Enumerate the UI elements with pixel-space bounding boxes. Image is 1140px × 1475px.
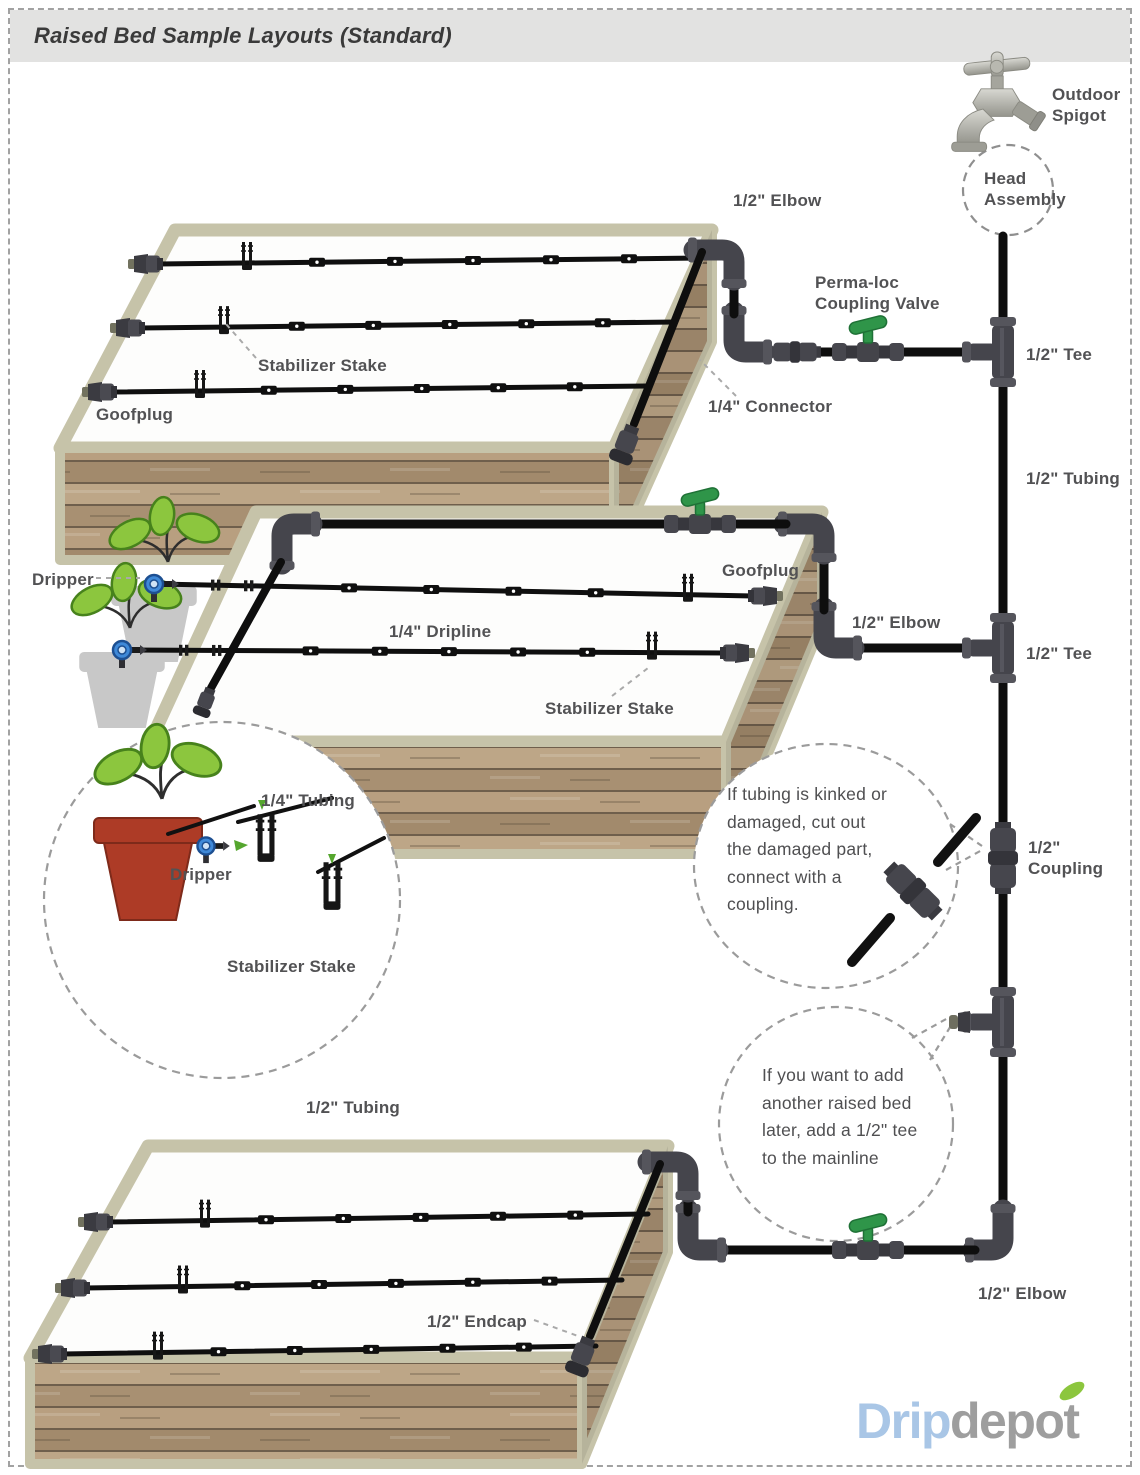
label-detail-dripper: Dripper xyxy=(170,865,232,884)
dripline-coupler xyxy=(439,1343,456,1353)
label-stake-bed1: Stabilizer Stake xyxy=(258,356,387,375)
label-tee-top: 1/2" Tee xyxy=(1026,345,1093,364)
dripline-coupler xyxy=(309,257,325,267)
head-assembly-circle xyxy=(961,143,1055,237)
dripline-coupler xyxy=(341,583,358,593)
coupling-icon xyxy=(988,822,1018,894)
dripline-coupler xyxy=(441,320,458,329)
dripline-coupler xyxy=(387,1278,404,1288)
logo-leaf-icon xyxy=(1059,1381,1085,1401)
label-half-tubing: 1/2" Tubing xyxy=(1026,469,1120,488)
dripline-coupler xyxy=(363,1344,380,1354)
goofplug-icon xyxy=(78,1212,113,1232)
dripline-coupler xyxy=(371,646,388,656)
label-elbow-bed2: 1/2" Elbow xyxy=(852,613,941,632)
dripline-coupler xyxy=(413,384,430,393)
dripline-coupler xyxy=(566,382,583,392)
dripline-coupler xyxy=(587,588,604,598)
label-goofplug-bed1: Goofplug xyxy=(96,405,174,424)
dripline-coupler xyxy=(288,321,305,331)
detail-inset-circle xyxy=(42,720,402,1080)
dripline-coupler xyxy=(258,1215,274,1225)
dripline-coupler xyxy=(543,255,559,265)
label-elbow-top: 1/2" Elbow xyxy=(733,191,822,210)
dripline-row xyxy=(78,1198,651,1232)
driplines xyxy=(32,240,783,1364)
title-bar: Raised Bed Sample Layouts (Standard) xyxy=(10,10,1130,62)
dripline-coupler xyxy=(464,1277,481,1287)
callouts xyxy=(42,143,1055,1243)
dripline-coupler xyxy=(337,384,354,394)
dripline-coupler xyxy=(210,1347,227,1357)
label-quarter-dripline: 1/4" Dripline xyxy=(389,622,492,641)
label-head-assembly: Head Assembly xyxy=(984,169,1066,209)
label-tee-mid: 1/2" Tee xyxy=(1026,644,1093,663)
dripline-coupler xyxy=(510,647,527,657)
page-title: Raised Bed Sample Layouts (Standard) xyxy=(34,23,452,48)
dripline-coupler xyxy=(490,1211,506,1221)
dripline-coupler xyxy=(335,1214,352,1223)
dripline-coupler xyxy=(412,1212,429,1222)
note-coupling: If tubing is kinked or damaged, cut out … xyxy=(727,784,888,914)
label-quarter-connector: 1/4" Connector xyxy=(708,397,833,416)
leader-lines xyxy=(96,323,737,1337)
label-detail-tubing: 1/4" Tubing xyxy=(261,791,355,810)
label-elbow-bed3: 1/2" Elbow xyxy=(978,1284,1067,1303)
elbow-icon xyxy=(722,306,773,365)
dripline-coupler xyxy=(423,585,440,594)
dripline-coupler xyxy=(567,1210,584,1220)
dripline-coupler xyxy=(365,320,382,330)
dripline-coupler xyxy=(490,383,507,393)
dripline-row xyxy=(55,1264,625,1298)
valve-icon xyxy=(831,313,905,363)
dripline-coupler xyxy=(440,647,457,657)
tee-with-plug xyxy=(949,987,1016,1057)
elbow-icon xyxy=(676,1204,727,1263)
dripline-coupler xyxy=(387,256,403,266)
dripline-coupler xyxy=(541,1276,558,1286)
dripline-coupler xyxy=(594,318,611,328)
dripline-row xyxy=(143,572,783,606)
dripline-coupler xyxy=(311,1280,328,1289)
dripline-coupler xyxy=(505,586,522,596)
dripline-coupler xyxy=(515,1342,532,1352)
coupling-icon xyxy=(769,341,821,363)
logo-depot: depot xyxy=(950,1393,1080,1449)
tee-icon xyxy=(962,317,1016,387)
dripline-coupler xyxy=(579,647,596,657)
dripline-row xyxy=(111,630,755,670)
dripline-coupler xyxy=(234,1281,251,1291)
label-dripper: Dripper xyxy=(32,570,94,589)
dripdepot-logo: Dripdepot xyxy=(856,1392,1080,1450)
dripline-row xyxy=(128,240,705,274)
dripline-coupler xyxy=(302,646,319,656)
supply-tubing xyxy=(191,236,1018,1379)
label-detail-stake: Stabilizer Stake xyxy=(227,957,356,976)
outdoor-spigot-icon xyxy=(951,51,1046,152)
label-half-coupling: 1/2" Coupling xyxy=(1028,838,1104,878)
label-outdoor-spigot: Outdoor Spigot xyxy=(1052,85,1121,125)
label-stake-bed2: Stabilizer Stake xyxy=(545,699,674,718)
dripline-coupler xyxy=(465,256,481,265)
raised-bed-3 xyxy=(23,1139,675,1469)
label-endcap: 1/2" Endcap xyxy=(427,1312,528,1331)
label-tubing-bed3: 1/2" Tubing xyxy=(306,1098,400,1117)
dripline-row xyxy=(82,368,650,402)
coupling-note-bubble xyxy=(692,742,983,990)
dripline-row xyxy=(32,1330,599,1364)
logo-drip: Drip xyxy=(856,1393,952,1449)
label-goofplug-bed2: Goofplug xyxy=(722,561,800,580)
goofplug-icon xyxy=(128,254,163,274)
dripline-coupler xyxy=(286,1346,303,1355)
dripline-coupler xyxy=(518,319,535,329)
dripline-coupler xyxy=(621,254,637,264)
tee-icon xyxy=(962,613,1016,683)
label-permaloc-valve: Perma-loc Coupling Valve xyxy=(815,273,940,313)
dripline-coupler xyxy=(260,385,277,395)
note-add-tee: If you want to add another raised bed la… xyxy=(762,1065,918,1168)
